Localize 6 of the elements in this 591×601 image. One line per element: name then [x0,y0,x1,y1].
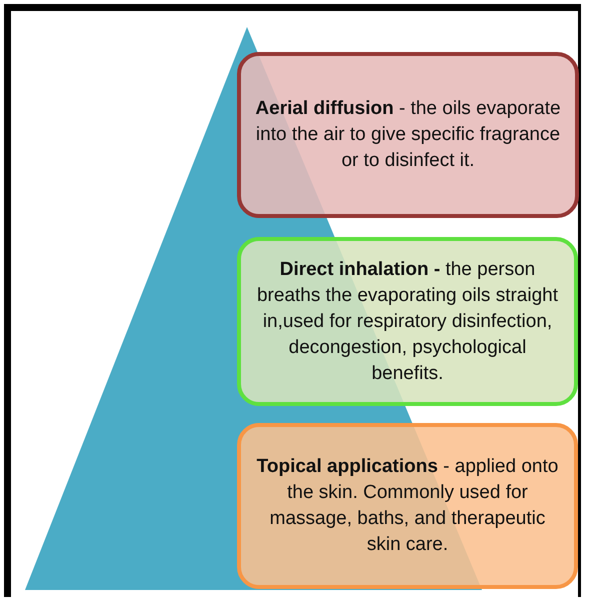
description-text: Direct inhalation - the person breaths the evaporating oils straight in,used for respiratory disinfection, decongestion, psychological benefits. [256,258,559,386]
description-text: Topical applications - applied onto the skin. Commonly used for massage, baths, and therapeutic skin care. [256,455,560,557]
description-text: Aerial diffusion - the oils evaporate into the air to give specific fragrance or to disinfect it. [254,97,562,173]
text-box [237,52,579,218]
text-box [237,423,578,589]
text-box [237,237,578,406]
